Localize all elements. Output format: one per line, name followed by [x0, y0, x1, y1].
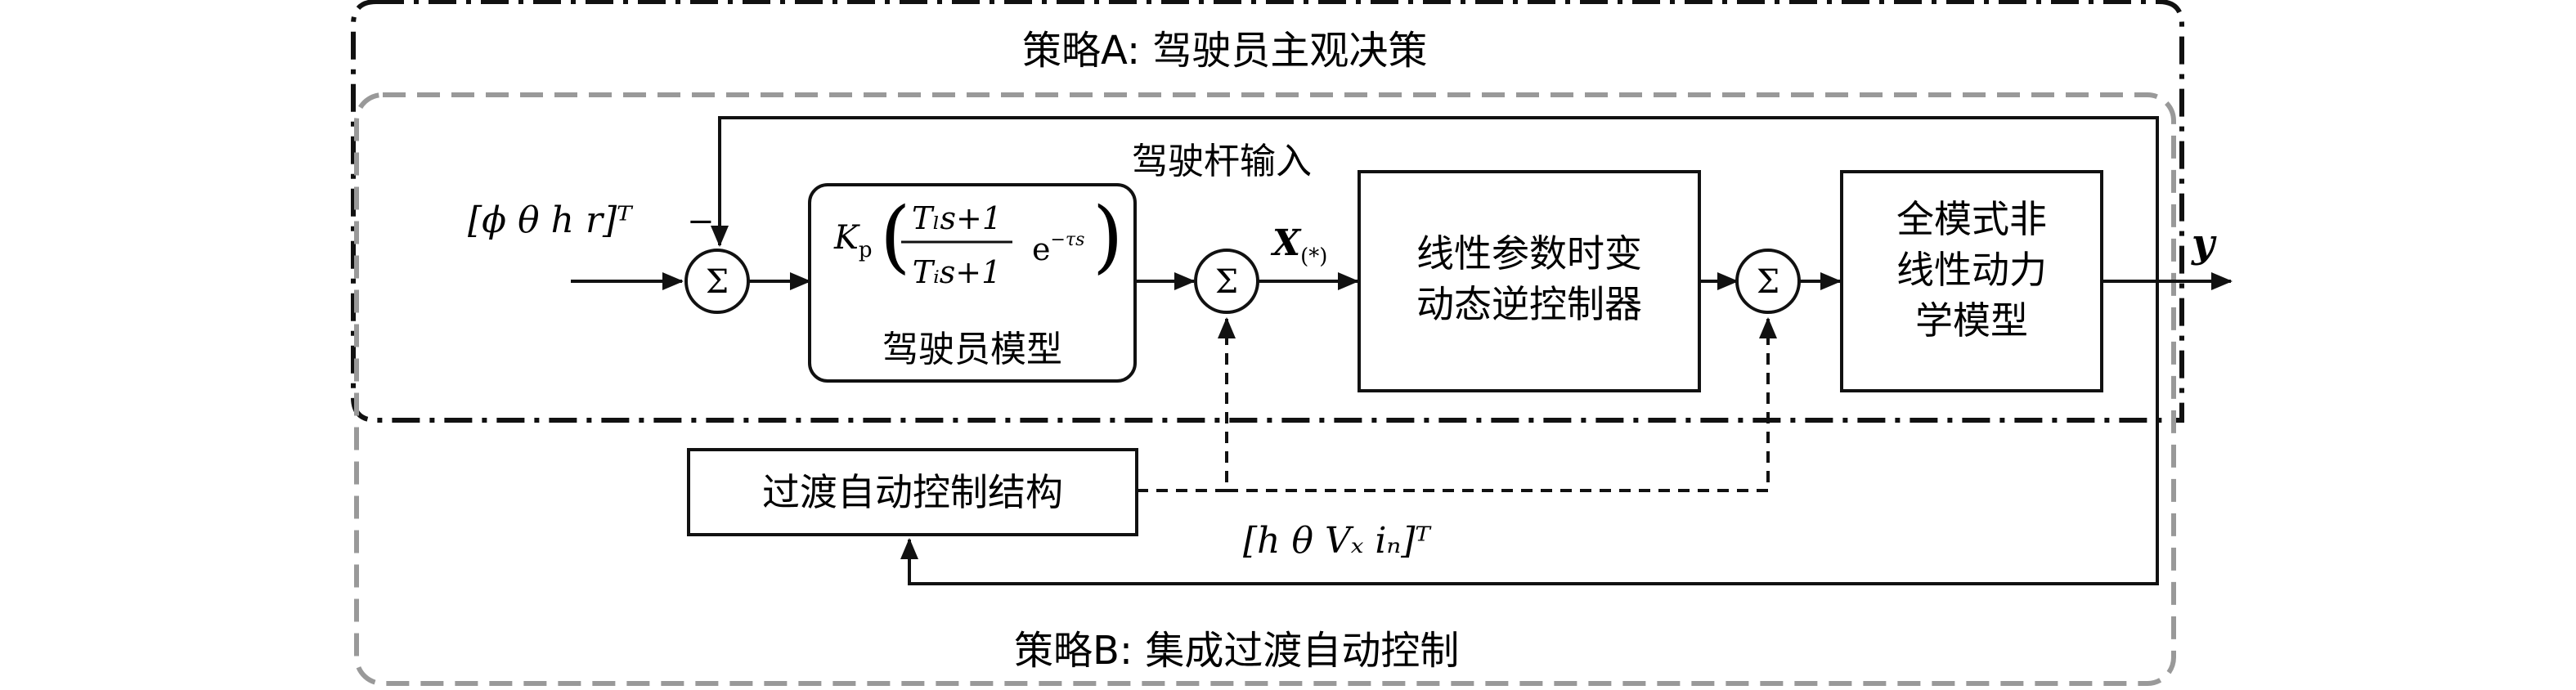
x-signal-label: X(*)	[1270, 222, 1327, 269]
sum-symbol-2: Σ	[1215, 263, 1238, 301]
strategy-a-title: 策略A: 驾驶员主观决策	[1022, 28, 1427, 74]
sum-symbol-3: Σ	[1757, 263, 1779, 301]
sum-symbol-1: Σ	[706, 263, 729, 301]
controller-box	[1358, 170, 1701, 392]
tf-denominator: Tᵢs+1	[913, 254, 1002, 290]
delay-term: e−τs	[1032, 230, 1084, 267]
tf-numerator: Tₗs+1	[912, 200, 1002, 236]
bottom-feedback-loop	[900, 281, 2159, 585]
feedback-vector-label: [h θ Vₓ iₙ]ᵀ	[1243, 520, 1432, 562]
plant-label-line1: 全模式非	[1896, 197, 2047, 241]
pilot-transfer-function: Kp ( Tₗs+1 Tᵢs+1 e−τs )	[833, 190, 1123, 290]
outer-feedback-loop	[711, 116, 2159, 281]
negative-sign: −	[687, 203, 715, 240]
strategy-b-boundary	[354, 92, 2176, 686]
plant-label-line3: 学模型	[1915, 298, 2028, 343]
controller-label-line1: 线性参数时变	[1416, 231, 1642, 276]
plant-label-line2: 线性动力	[1896, 248, 2047, 292]
left-paren: (	[880, 190, 910, 282]
transition-control-box	[687, 448, 1138, 536]
controller-label-line2: 动态逆控制器	[1416, 282, 1642, 326]
plant-box	[1840, 170, 2103, 392]
right-paren: )	[1093, 190, 1123, 282]
transition-control-label: 过渡自动控制结构	[762, 470, 1063, 514]
gain-symbol: Kp	[833, 219, 873, 262]
stick-input-label: 驾驶杆输入	[1132, 141, 1312, 182]
strategy-a-boundary	[351, 0, 2184, 423]
pilot-model-label: 驾驶员模型	[882, 329, 1062, 370]
dashed-signal-to-sum3	[1227, 317, 1777, 492]
input-vector-label: [ϕ θ h r]ᵀ	[468, 199, 634, 241]
strategy-b-title: 策略B: 集成过渡自动控制	[1014, 628, 1459, 674]
output-label: y	[2191, 221, 2217, 267]
dashed-signal-to-sum2	[1137, 317, 1236, 492]
